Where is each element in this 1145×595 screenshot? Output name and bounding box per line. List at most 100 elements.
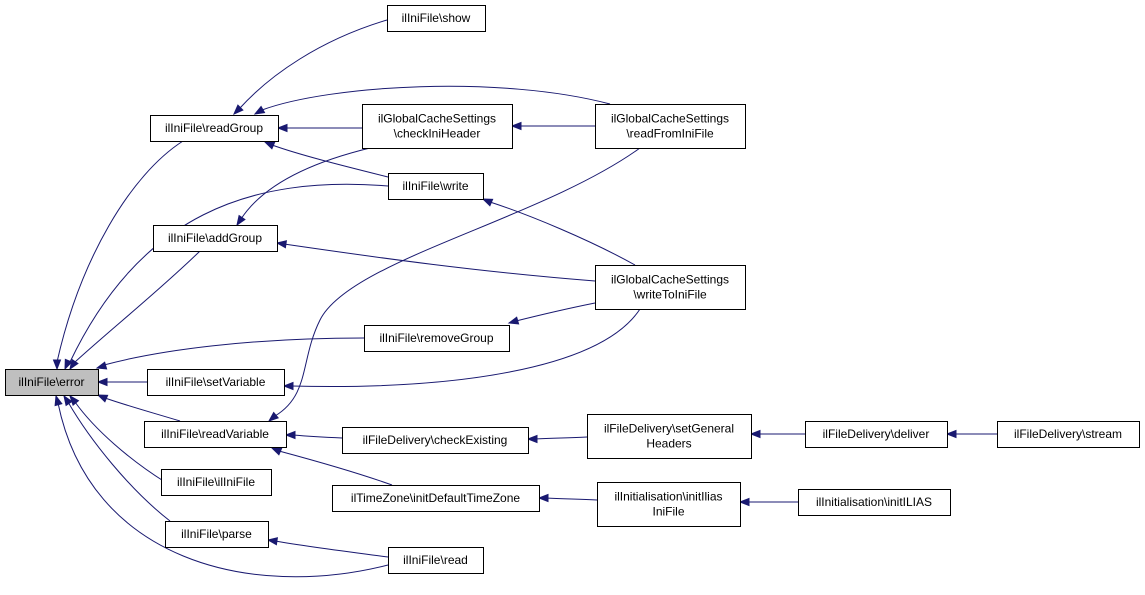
node-writeToIniFile[interactable]: ilGlobalCacheSettings\writeToIniFile (595, 265, 746, 310)
node-box (595, 265, 746, 310)
edge-line (74, 250, 201, 363)
node-box (153, 225, 278, 252)
node-box (805, 421, 948, 448)
node-label: Headers (646, 437, 691, 451)
node-label: ilIniFile\parse (181, 527, 252, 541)
edge-line (239, 19, 388, 109)
edge-readFromIniFile-to-readVariable (267, 147, 641, 422)
edge-readVariable-to-error (96, 394, 181, 422)
node-label: \readFromIniFile (626, 127, 714, 141)
edge-writeToIniFile-to-removeGroup (507, 302, 596, 325)
edge-line (534, 436, 588, 440)
node-box (5, 369, 99, 396)
node-ilIniFileCtor[interactable]: ilIniFile\ilIniFile (161, 469, 272, 496)
node-initDefaultTimeZone[interactable]: ilTimeZone\initDefaultTimeZone (332, 485, 540, 512)
edge-line (104, 397, 181, 422)
node-checkIniHeader[interactable]: ilGlobalCacheSettings\checkIniHeader (362, 104, 513, 149)
node-label: ilFileDelivery\checkExisting (363, 433, 508, 447)
node-read[interactable]: ilIniFile\read (388, 547, 484, 574)
arrowhead (54, 394, 63, 407)
edge-read-to-error (54, 394, 389, 578)
edge-line (271, 144, 389, 178)
node-box (388, 547, 484, 574)
arrowhead (738, 497, 750, 507)
arrowhead (64, 358, 73, 371)
edge-line (74, 401, 166, 483)
node-box (147, 369, 285, 396)
edge-line (290, 308, 641, 387)
edge-line (292, 434, 343, 439)
arrowhead (282, 381, 294, 391)
node-checkExisting[interactable]: ilFileDelivery\checkExisting (342, 427, 529, 454)
edge-show-to-readGroup (233, 19, 388, 115)
node-label: IniFile (652, 505, 684, 519)
node-box (364, 325, 510, 352)
edge-checkExisting-to-readVariable (284, 430, 343, 440)
arrowhead (507, 316, 520, 325)
node-label: ilFileDelivery\deliver (823, 427, 930, 441)
node-label: ilIniFile\readGroup (165, 121, 263, 135)
node-box (332, 485, 540, 512)
arrowhead (537, 493, 549, 503)
node-deliver[interactable]: ilFileDelivery\deliver (805, 421, 948, 448)
edge-stream-to-deliver (945, 429, 997, 439)
edge-write-to-readGroup (263, 141, 389, 178)
node-addGroup[interactable]: ilIniFile\addGroup (153, 225, 278, 252)
node-label: ilIniFile\write (402, 179, 468, 193)
arrowhead (284, 430, 296, 440)
arrowhead (233, 104, 244, 115)
edge-setGeneralHeaders-to-checkExisting (526, 434, 588, 444)
node-readGroup[interactable]: ilIniFile\readGroup (150, 115, 279, 142)
node-box (165, 521, 269, 548)
node-label: ilInitialisation\initIlias (614, 490, 722, 504)
node-box (387, 5, 486, 32)
node-removeGroup[interactable]: ilIniFile\removeGroup (364, 325, 510, 352)
edge-ilIniFileCtor-to-error (69, 394, 166, 483)
arrowhead (52, 359, 62, 371)
edge-parse-to-error (63, 394, 171, 522)
nodes-layer: ilIniFile\error ilIniFile\show ilIniFile\r… (5, 5, 1140, 574)
node-stream[interactable]: ilFileDelivery\stream (997, 421, 1140, 448)
edge-line (261, 85, 611, 111)
edge-line (67, 401, 171, 522)
edge-line (240, 147, 371, 220)
edge-readFromIniFile-to-readGroup (253, 85, 611, 115)
node-label: ilIniFile\addGroup (168, 231, 262, 245)
arrowhead (96, 394, 109, 403)
node-readFromIniFile[interactable]: ilGlobalCacheSettings\readFromIniFile (595, 104, 746, 149)
node-box (388, 173, 484, 200)
edge-initILIAS-to-initIliasIniFile (738, 497, 798, 507)
arrowhead (266, 537, 279, 546)
node-readVariable[interactable]: ilIniFile\readVariable (144, 421, 287, 448)
node-error[interactable]: ilIniFile\error (5, 369, 99, 396)
node-label: ilIniFile\removeGroup (379, 331, 493, 345)
edge-write-to-error (64, 183, 389, 371)
arrowhead (510, 121, 522, 131)
edge-line (56, 140, 184, 363)
node-box (997, 421, 1140, 448)
arrowhead (267, 411, 280, 422)
node-box (161, 469, 272, 496)
edge-line (103, 337, 365, 366)
node-box (597, 482, 741, 527)
edge-setVariable-to-error (96, 377, 147, 387)
node-label: \checkIniHeader (394, 127, 481, 141)
edges-layer (52, 19, 997, 578)
node-label: ilInitialisation\initILIAS (816, 495, 932, 509)
arrowhead (270, 447, 283, 456)
edge-addGroup-to-error (69, 250, 201, 371)
node-show[interactable]: ilIniFile\show (387, 5, 486, 32)
node-setVariable[interactable]: ilIniFile\setVariable (147, 369, 285, 396)
node-initILIAS[interactable]: ilInitialisation\initILIAS (798, 489, 951, 516)
edge-checkIniHeader-to-readGroup (276, 123, 362, 133)
edge-line (489, 201, 636, 266)
edge-read-to-parse (266, 537, 389, 558)
node-parse[interactable]: ilIniFile\parse (165, 521, 269, 548)
edge-checkIniHeader-to-addGroup (236, 147, 371, 227)
node-write[interactable]: ilIniFile\write (388, 173, 484, 200)
arrowhead (63, 394, 73, 407)
edge-removeGroup-to-error (95, 337, 365, 370)
